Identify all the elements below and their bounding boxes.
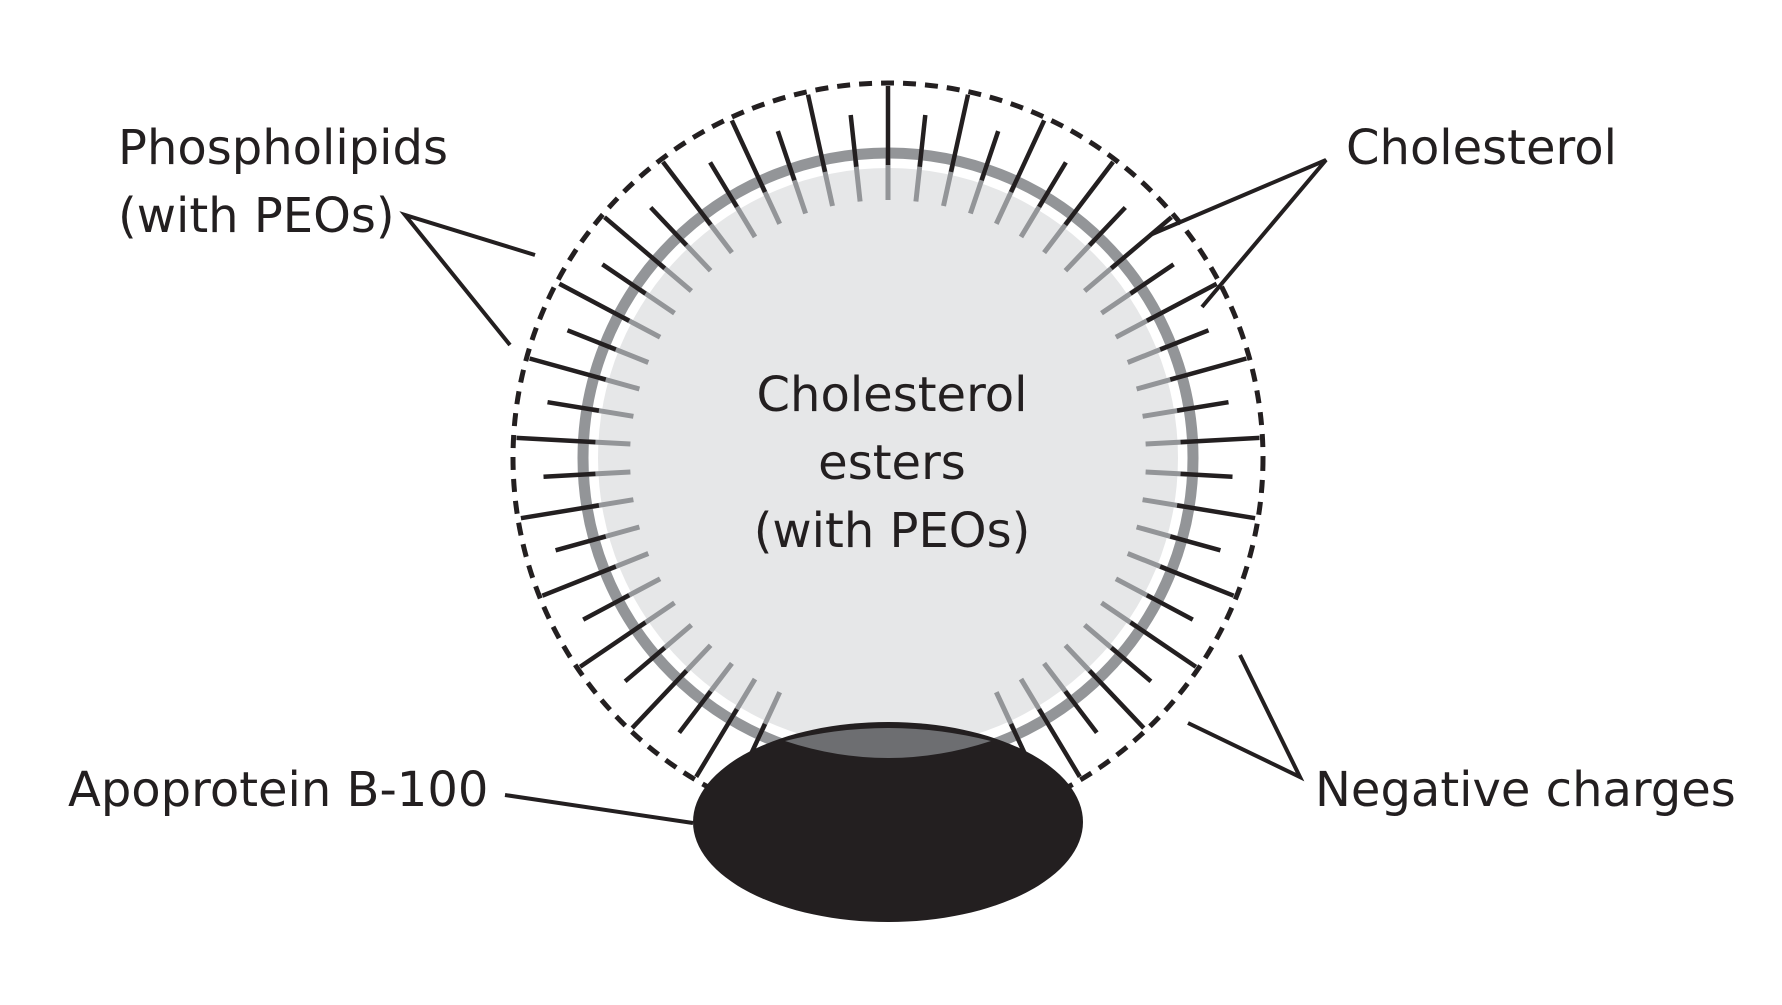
phospholipid-tick [661,160,713,227]
phospholipid-tick [1129,262,1175,296]
phospholipid-tick [848,114,859,167]
apoprotein-b100 [693,722,1083,922]
phospholipid-tick [603,215,667,271]
phospholipid-tick [1037,707,1082,778]
phospholipid-tick [1037,161,1068,209]
phospholipid-tick [1159,564,1235,598]
phospholipid-tick [520,503,600,521]
negative-charges-leader [1187,654,1305,782]
phospholipids-label-line1: Phospholipids [118,120,448,176]
phospholipid-tick [1176,503,1256,521]
core-label: Cholesterol esters (with PEOs) [692,361,1092,565]
phospholipid-tick [1180,471,1233,479]
phospholipid-tick [1063,689,1099,735]
cholesterol-label: Cholesterol [1346,120,1617,176]
phospholipid-tick [543,471,596,479]
phospholipid-tick [1087,669,1146,730]
phospholipid-tick [979,130,1001,182]
phospholipid-tick [601,262,647,296]
phospholipid-tick [1169,534,1222,553]
apoprotein-leader [504,793,694,825]
phospholipid-tick [1159,328,1210,352]
phospholipid-tick [630,669,689,730]
phospholipid-tick [1129,620,1198,669]
negative-charges-label: Negative charges [1315,762,1736,818]
phospholipid-tick [1176,399,1229,413]
phospholipid-tick [1145,593,1194,622]
apoprotein-label: Apoprotein B-100 [68,762,489,818]
phospholipid-tick [917,114,928,167]
phospholipid-tick [775,130,797,182]
phospholipid-tick [694,707,739,778]
phospholipids-label-line2: (with PEOs) [118,188,395,244]
phospholipid-ticks [516,86,1260,778]
phospholipid-tick [582,593,631,622]
phospholipid-tick [1063,160,1115,227]
phospholipid-tick [948,94,971,173]
negative-charge-boundary [510,80,1266,836]
leader-lines [399,158,1328,825]
phospholipid-tick [1109,645,1153,684]
phospholipid-tick [623,645,667,684]
phospholipid-tick [516,435,596,445]
phospholipid-tick [1180,435,1260,445]
phospholipids-label: Phospholipids (with PEOs) [118,114,448,250]
core-label-line2: esters [818,435,966,491]
phospholipid-tick [578,620,647,669]
phospholipid-tick [558,281,631,323]
phospholipid-tick [528,356,607,382]
phospholipid-tick [566,328,617,352]
apoprotein-body [693,722,1083,922]
phospholipid-tick [1087,205,1127,247]
phospholipid-tick [1008,119,1047,194]
phospholipid-tick [708,161,739,209]
phospholipid-tick [554,534,607,553]
apoprotein-overlap [785,728,991,758]
lipid-core [598,168,1178,748]
phospholipid-tick [1145,281,1218,323]
phospholipid-tick [649,205,689,247]
phospholipid-tick [541,564,617,598]
phospholipid-tick [805,94,828,173]
phospholipid-tick [677,689,713,735]
core-label-line3: (with PEOs) [753,503,1031,559]
cholesterol-leader [1149,158,1328,309]
phospholipids-leader [399,211,536,347]
phospholipid-tick [1169,356,1248,382]
core-label-line1: Cholesterol [756,367,1028,423]
phospholipid-tick [1109,215,1173,271]
phospholipid-tick [547,399,600,413]
phospholipid-tick [729,119,768,194]
